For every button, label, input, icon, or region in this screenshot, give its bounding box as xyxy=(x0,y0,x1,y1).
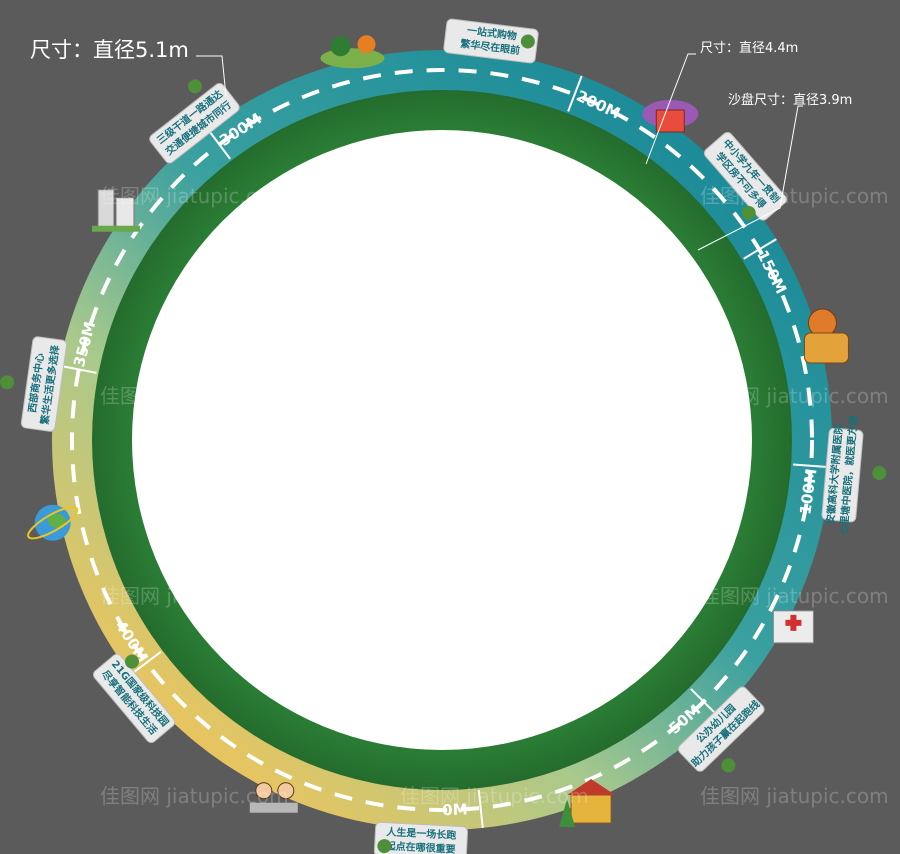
tree-icon xyxy=(124,654,139,669)
slogan-board-panel xyxy=(821,427,864,523)
park-trees-icon xyxy=(320,35,385,69)
distance-marker-label: 0M xyxy=(442,800,468,819)
mid-dim-leader xyxy=(645,53,696,165)
sand-table-area xyxy=(132,130,752,750)
start-line xyxy=(743,238,777,260)
slogan-board-panel xyxy=(373,821,469,854)
start-line xyxy=(58,364,97,374)
slogan-board-panel xyxy=(443,18,539,64)
backpack-basketball-icon xyxy=(803,308,849,364)
slogan-line: 人生是一场长跑 xyxy=(386,825,457,842)
globe-airplane-icon xyxy=(27,504,79,541)
outer-diameter-label: 尺寸：直径5.1m xyxy=(30,38,189,62)
sand-dim-leader xyxy=(697,105,803,251)
start-line xyxy=(793,463,832,469)
slogan-board-panel xyxy=(93,653,176,744)
landmark-icons xyxy=(27,35,849,828)
slogan-board-panel xyxy=(703,131,787,221)
distance-marker: 0M xyxy=(442,789,484,828)
tree-icon xyxy=(721,758,736,773)
hospital-building-icon xyxy=(772,610,814,644)
track-diameter-label: 尺寸：直径4.4m xyxy=(700,41,799,56)
start-line xyxy=(690,688,719,717)
slogan-board-panel xyxy=(20,336,68,432)
start-line xyxy=(567,75,583,112)
start-line xyxy=(206,127,231,160)
sand-table-diameter-label: 沙盘尺寸：直径3.9m xyxy=(728,93,853,108)
tree-icon xyxy=(741,205,756,220)
tree-icon xyxy=(188,79,203,94)
school-building-icon xyxy=(559,779,616,828)
tree-icon xyxy=(872,465,887,480)
start-line xyxy=(129,651,162,676)
shopping-mall-icon xyxy=(642,99,699,133)
start-line xyxy=(477,789,484,828)
outer-dim-leader xyxy=(196,55,227,97)
tree-icon xyxy=(520,34,535,49)
lane-dash-line xyxy=(70,68,814,812)
students-at-desk-icon xyxy=(249,782,298,813)
tree-icon xyxy=(377,839,392,854)
slogan-board-panel xyxy=(677,686,765,772)
apartment-towers-icon xyxy=(91,189,140,232)
slogan-board-panel xyxy=(149,83,240,164)
tree-icon xyxy=(0,375,15,390)
